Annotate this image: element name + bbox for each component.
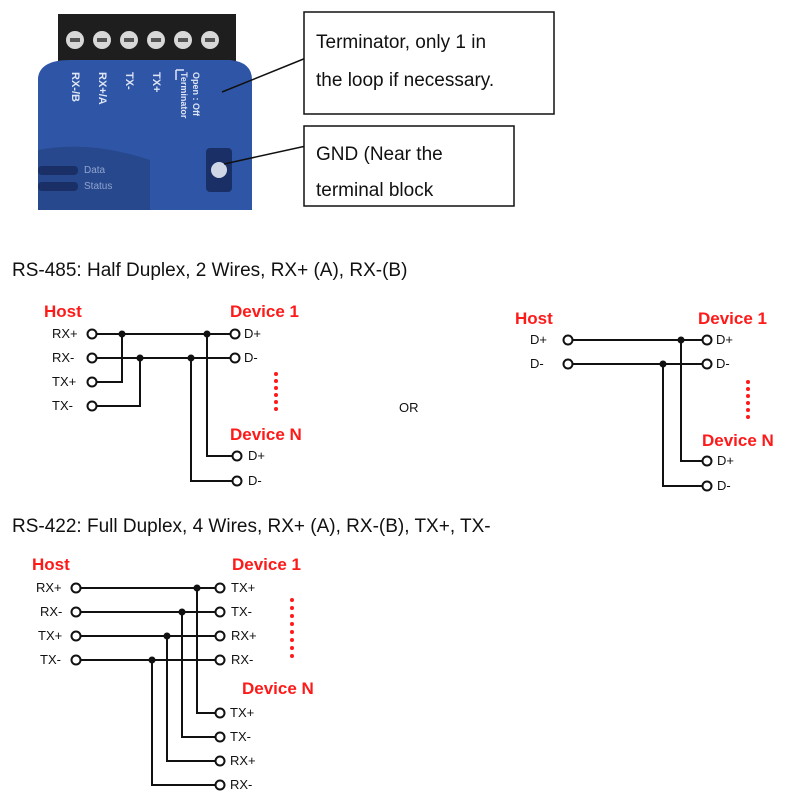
device-pin-label: D-	[248, 473, 262, 488]
terminal-pin-icon	[70, 606, 82, 618]
device-photo: RX-/B RX+/A TX- TX+ Terminator Open : Of…	[38, 14, 307, 210]
device-pin-label: D-	[717, 478, 731, 493]
terminal-pin-icon	[562, 358, 574, 370]
terminal-pin-icon	[229, 328, 241, 340]
terminal-pin-icon	[214, 731, 226, 743]
terminal-screws	[66, 31, 219, 49]
terminal-pin-icon	[229, 352, 241, 364]
rs485-left-device1-label: Device 1	[230, 302, 299, 321]
terminal-pin-icon	[214, 779, 226, 791]
terminal-pin-icon	[70, 582, 82, 594]
host-pin-label: TX-	[52, 398, 73, 413]
terminal-pin-icon	[214, 630, 226, 642]
callout-terminator-line1: Terminator, only 1 in	[316, 32, 486, 53]
terminal-pin-icon	[214, 606, 226, 618]
rs485-right-device1-label: Device 1	[698, 309, 767, 328]
device-pin-label: RX-	[230, 777, 252, 792]
pin-label-rx-b: RX-/B	[69, 72, 81, 102]
host-pin-label: RX-	[40, 604, 62, 619]
pin-label-rx-a: RX+/A	[96, 72, 108, 105]
device-pin-label: TX+	[230, 705, 254, 720]
device-pin-label: TX-	[231, 604, 252, 619]
terminal-pin-icon	[701, 334, 713, 346]
terminal-pin-icon	[86, 352, 98, 364]
terminal-pin-icon	[214, 755, 226, 767]
led-slot	[38, 166, 78, 175]
device-pin-label: RX-	[231, 652, 253, 667]
rs422-devicen-label: Device N	[242, 679, 314, 698]
terminal-pin-icon	[214, 707, 226, 719]
device-pin-label: TX-	[230, 729, 251, 744]
host-pin-label: D-	[530, 356, 544, 371]
callout-gnd-line1: GND (Near the	[316, 144, 443, 165]
ellipsis-dots-icon	[274, 372, 278, 411]
led-slot	[38, 182, 78, 191]
device-pin-label: TX+	[231, 580, 255, 595]
rs485-right-host-label: Host	[515, 309, 553, 328]
rs422-heading: RS-422: Full Duplex, 4 Wires, RX+ (A), R…	[12, 516, 491, 537]
callout-pointer	[221, 57, 307, 93]
gnd-screw-icon	[211, 162, 227, 178]
terminal-pin-icon	[214, 654, 226, 666]
terminal-pin-icon	[231, 450, 243, 462]
device-pin-label: D-	[244, 350, 258, 365]
callout-terminator: Terminator, only 1 in the loop if necess…	[303, 11, 555, 115]
callout-pointer	[223, 145, 307, 165]
host-pin-label: RX+	[36, 580, 62, 595]
rs485-right-devicen-label: Device N	[702, 431, 774, 450]
rs422-diagram: Host RX+ RX- TX+ TX- Device 1 TX+ TX- RX…	[32, 555, 314, 792]
host-pin-label: TX+	[52, 374, 76, 389]
rs422-host-label: Host	[32, 555, 70, 574]
rs485-heading: RS-485: Half Duplex, 2 Wires, RX+ (A), R…	[12, 260, 407, 281]
rs422-device1-label: Device 1	[232, 555, 301, 574]
host-pin-label: RX+	[52, 326, 78, 341]
rs485-left-host-label: Host	[44, 302, 82, 321]
callout-gnd-line2: terminal block	[316, 180, 434, 201]
ellipsis-dots-icon	[290, 598, 294, 658]
callout-gnd: GND (Near the terminal block	[303, 125, 515, 207]
terminal-pin-icon	[86, 376, 98, 388]
terminal-pin-icon	[214, 582, 226, 594]
device-pin-label: D-	[716, 356, 730, 371]
terminal-pin-icon	[86, 400, 98, 412]
or-label: OR	[399, 400, 419, 415]
terminal-pin-icon	[231, 475, 243, 487]
rs485-right-diagram: Host D+ D- Device 1 D+ D- Device N D+ D-	[515, 309, 774, 493]
terminal-pin-icon	[86, 328, 98, 340]
device-pin-label: D+	[244, 326, 261, 341]
device-pin-label: D+	[717, 453, 734, 468]
terminal-pin-icon	[701, 358, 713, 370]
callout-terminator-line2: the loop if necessary.	[316, 70, 494, 91]
host-pin-label: RX-	[52, 350, 74, 365]
device-pin-label: RX+	[230, 753, 256, 768]
terminal-pin-icon	[70, 654, 82, 666]
rs485-left-diagram: Host RX+ RX- TX+ TX- Device 1 D+ D- Devi…	[44, 302, 302, 488]
host-pin-label: D+	[530, 332, 547, 347]
terminal-pin-icon	[70, 630, 82, 642]
device-pin-label: D+	[716, 332, 733, 347]
pin-label-tx-minus: TX-	[123, 72, 135, 90]
ellipsis-dots-icon	[746, 380, 750, 419]
device-pin-label: D+	[248, 448, 265, 463]
device-pin-label: RX+	[231, 628, 257, 643]
terminal-pin-icon	[701, 480, 713, 492]
led-label-status: Status	[84, 181, 112, 192]
rs485-left-devicen-label: Device N	[230, 425, 302, 444]
led-label-data: Data	[84, 165, 106, 176]
terminal-pin-icon	[562, 334, 574, 346]
terminator-label: Terminator	[179, 72, 189, 119]
host-pin-label: TX-	[40, 652, 61, 667]
terminator-sub-label: Open : Off	[191, 72, 201, 117]
terminal-pin-icon	[701, 455, 713, 467]
pin-label-tx-plus: TX+	[150, 72, 162, 92]
host-pin-label: TX+	[38, 628, 62, 643]
